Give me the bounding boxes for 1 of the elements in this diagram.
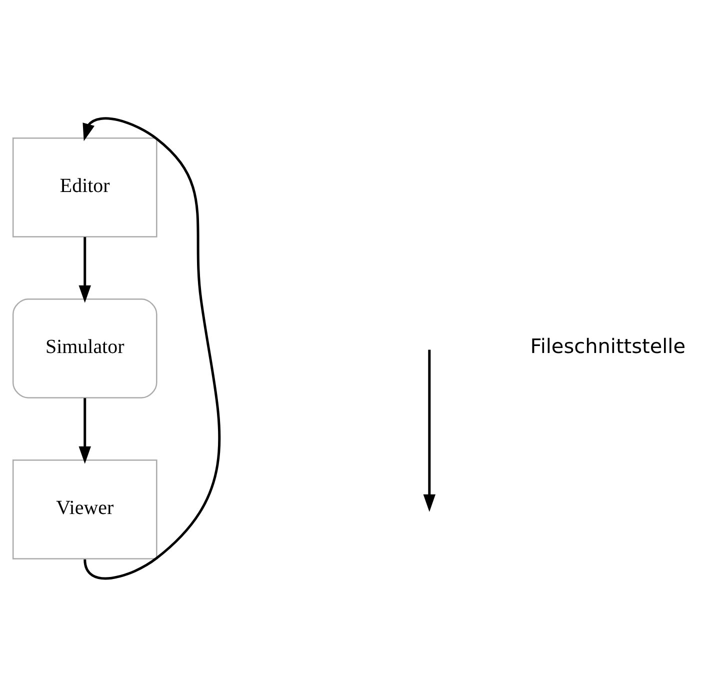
legend-label: Fileschnittstelle (530, 334, 686, 358)
